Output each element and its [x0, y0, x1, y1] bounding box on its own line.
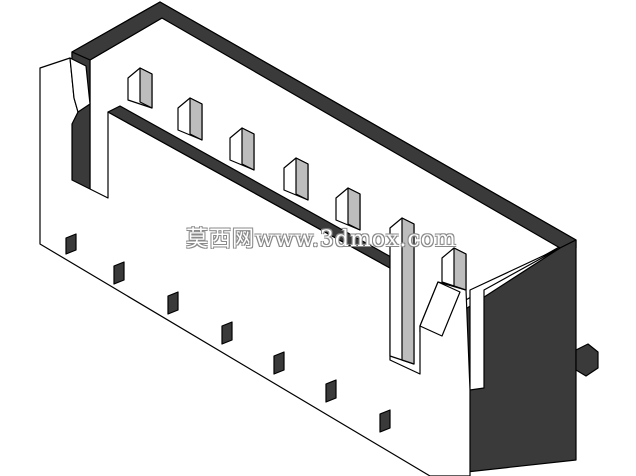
watermark-text: 莫西网www.3dmox.com — [186, 227, 457, 252]
right-latch — [419, 281, 461, 337]
left-latch — [69, 57, 91, 113]
bottom-notches — [65, 233, 391, 433]
pins — [127, 67, 467, 365]
side-peg — [575, 343, 599, 377]
